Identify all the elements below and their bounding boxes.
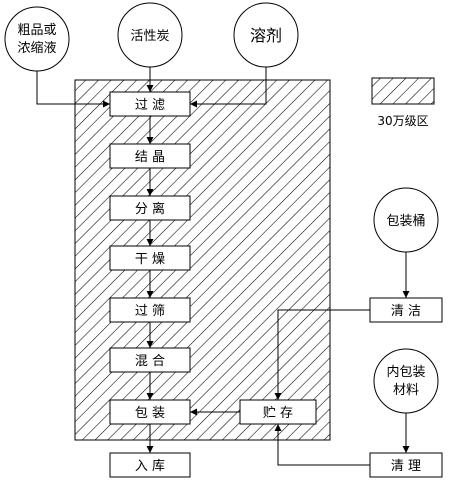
inner-packaging-circle	[373, 348, 439, 414]
step-sieve: 过 筛	[109, 297, 191, 323]
warehouse-label: 入 库	[135, 458, 165, 474]
step-crystallize: 结 晶	[109, 143, 191, 169]
step-dry: 干 燥	[109, 245, 191, 271]
legend: 30万级区	[371, 77, 435, 128]
separate-label: 分 离	[135, 201, 165, 217]
inner-packaging-label-line1: 内包装	[386, 364, 425, 380]
tidy-label: 清 理	[391, 459, 421, 474]
input-inner-packaging: 内包装 材料	[373, 348, 439, 414]
step-warehouse: 入 库	[109, 452, 191, 478]
input-packaging-bucket: 包装桶	[373, 187, 439, 253]
solvent-label: 溶剂	[250, 26, 282, 45]
input-solvent: 溶剂	[233, 2, 299, 68]
sieve-label: 过 筛	[135, 304, 165, 319]
step-mix: 混 合	[109, 347, 191, 373]
step-tidy: 清 理	[369, 452, 443, 478]
inner-packaging-label-line2: 材料	[393, 383, 419, 398]
mix-label: 混 合	[135, 354, 165, 369]
carbon-label: 活性炭	[130, 29, 169, 44]
input-carbon: 活性炭	[117, 2, 183, 68]
step-filter: 过 滤	[109, 91, 191, 117]
packaging-bucket-label: 包装桶	[386, 214, 425, 229]
step-package: 包 装	[109, 399, 191, 425]
crude-label-line1: 粗品或	[17, 23, 56, 38]
package-label: 包 装	[135, 406, 165, 421]
step-store: 贮 存	[239, 399, 317, 425]
dry-label: 干 燥	[135, 252, 165, 267]
connectors	[36, 67, 410, 466]
store-label: 贮 存	[263, 406, 293, 421]
input-crude: 粗品或 浓缩液	[4, 6, 70, 72]
crude-label-line2: 浓缩液	[17, 40, 56, 56]
clean-label: 清 洁	[391, 304, 421, 319]
crystallize-label: 结 晶	[135, 150, 165, 165]
legend-label: 30万级区	[377, 114, 428, 128]
crude-circle	[4, 6, 70, 72]
step-clean: 清 洁	[369, 297, 443, 323]
step-separate: 分 离	[109, 195, 191, 221]
filter-label: 过 滤	[135, 98, 165, 113]
legend-swatch	[371, 77, 435, 105]
